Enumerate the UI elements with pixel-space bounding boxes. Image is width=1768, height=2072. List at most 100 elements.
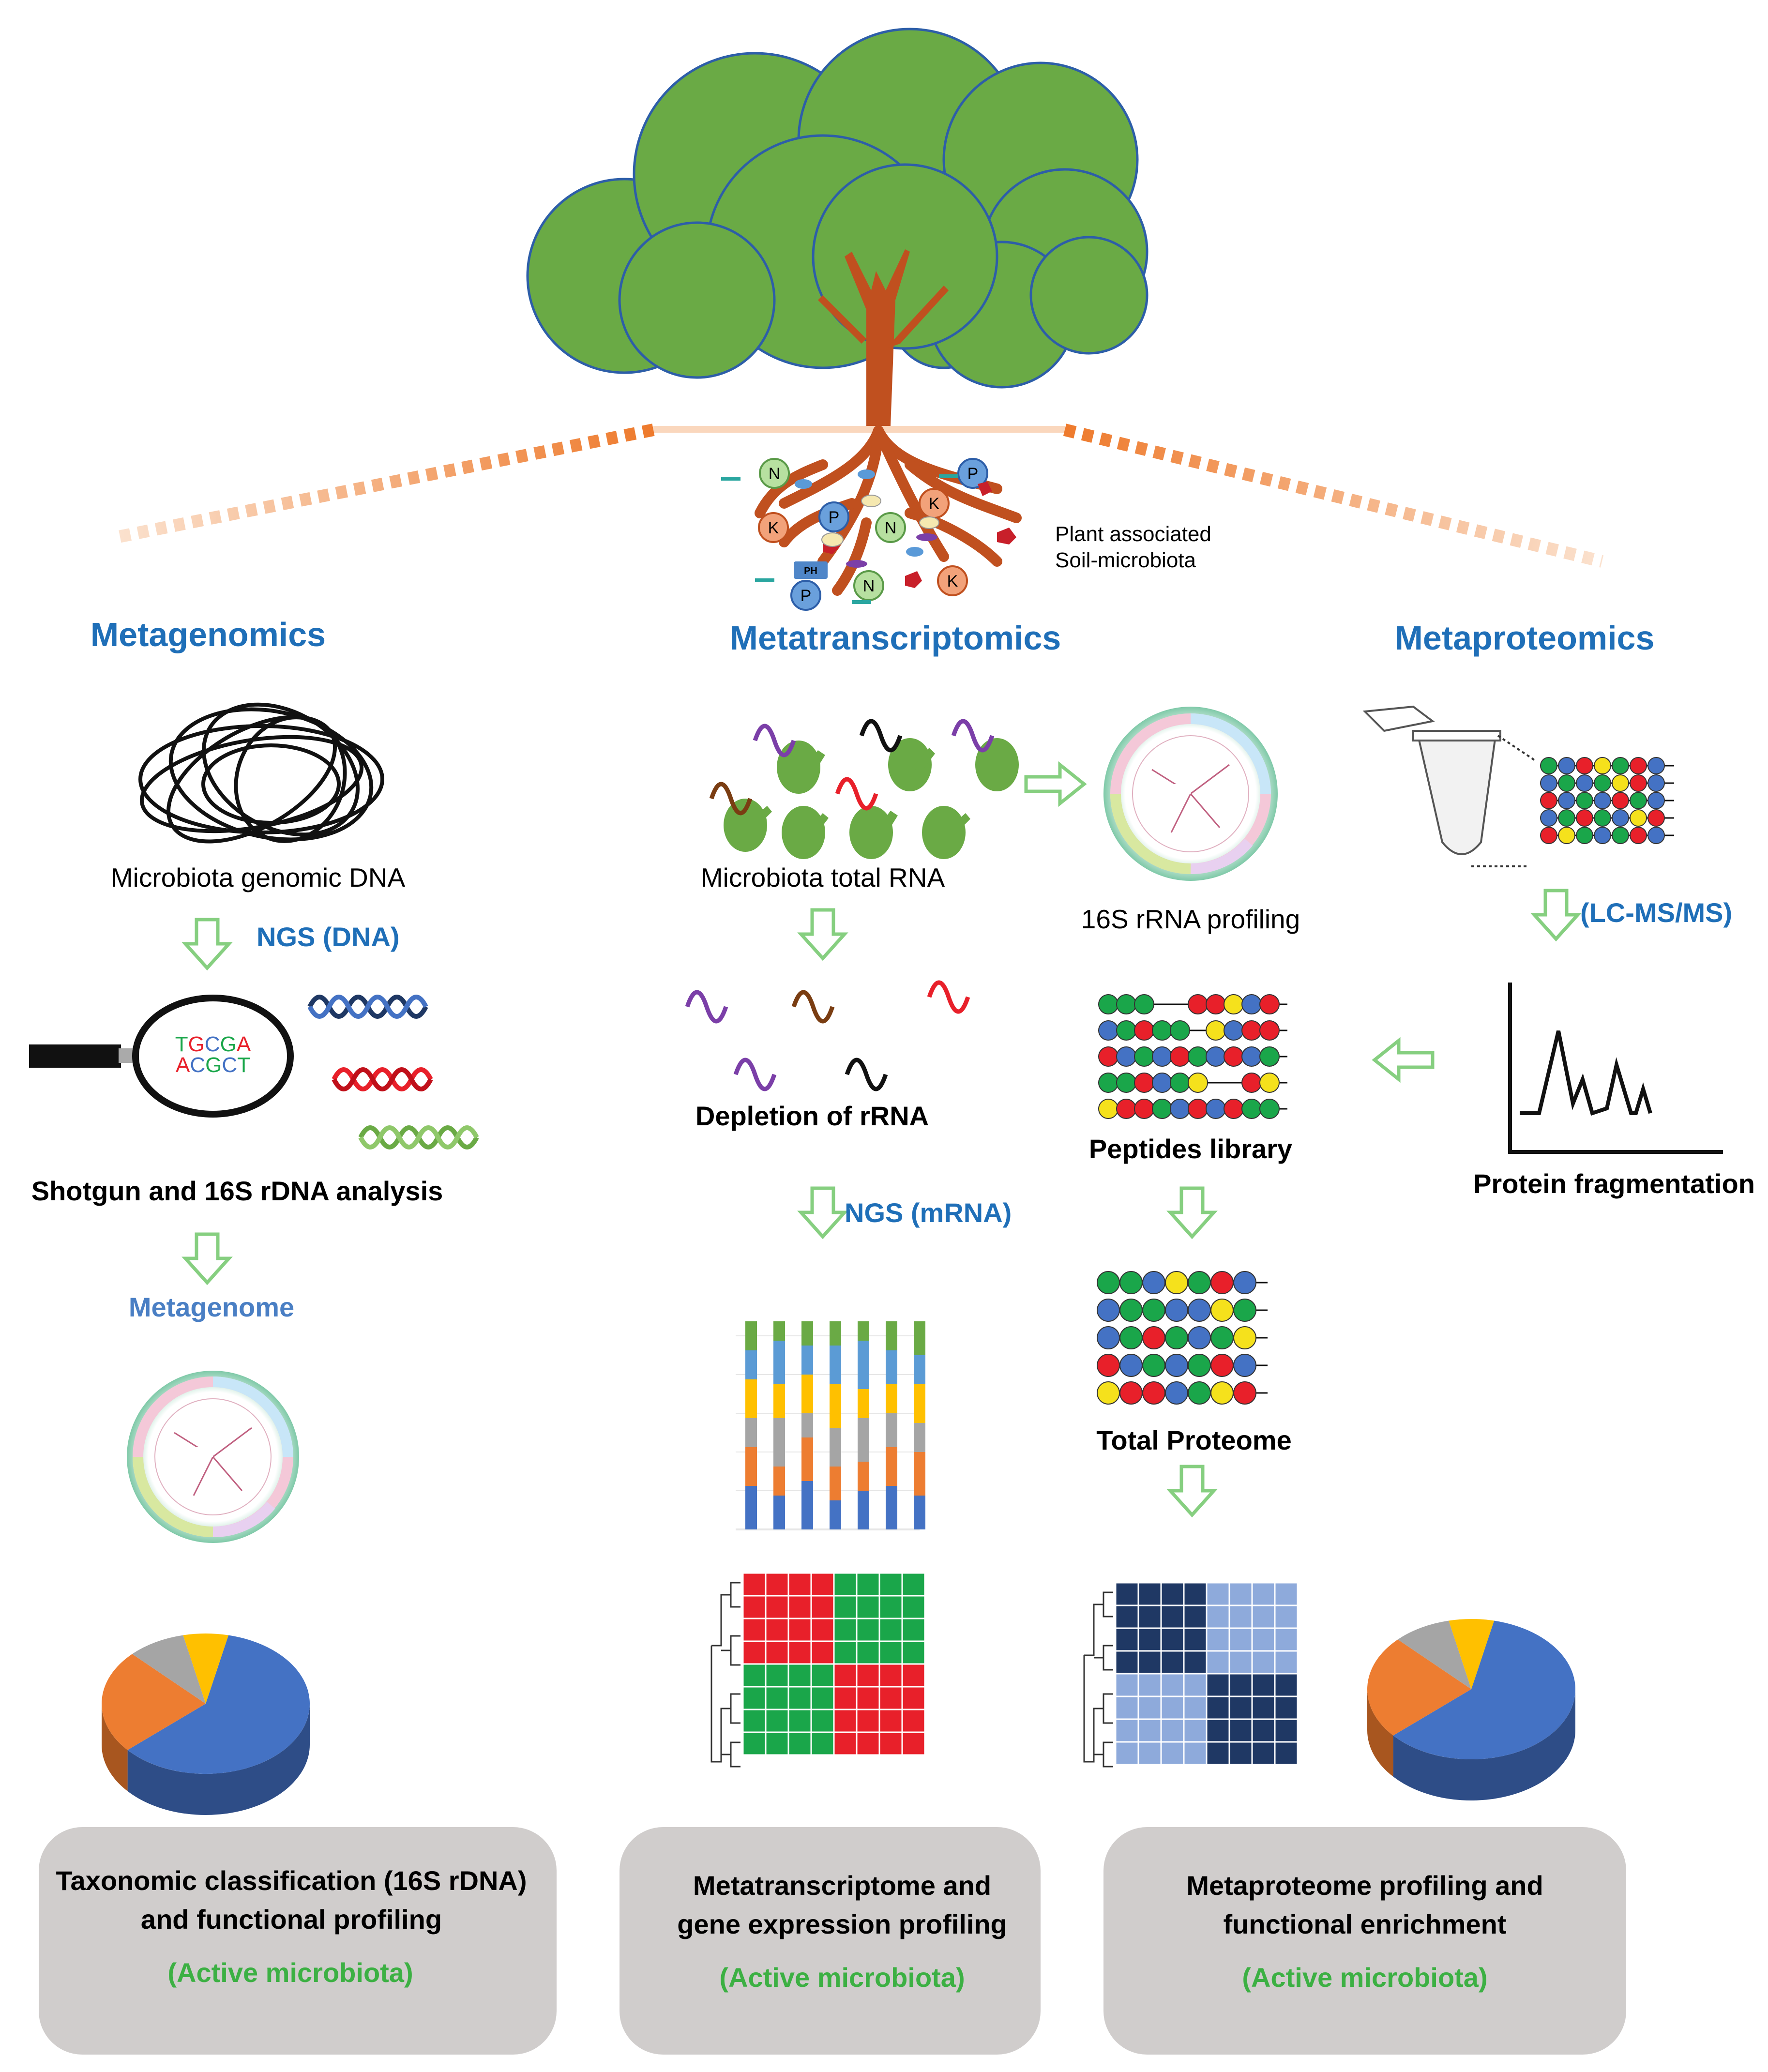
bead (1165, 1354, 1188, 1377)
stacked-bar-segment (914, 1452, 925, 1496)
bead (1647, 809, 1665, 827)
bead (1210, 1326, 1234, 1349)
heatmap-cell (878, 1709, 903, 1733)
heatmap-cell (1206, 1650, 1230, 1675)
heatmap-cell (833, 1640, 858, 1665)
stacked-bar-segment (801, 1413, 813, 1437)
bead (1576, 792, 1593, 809)
bead (1188, 1099, 1208, 1119)
bead (1647, 757, 1665, 774)
dashed-line-left (115, 423, 655, 544)
heatmap-cell (901, 1731, 926, 1756)
heatmap-cell (787, 1663, 812, 1688)
heatmap-cell (1137, 1673, 1162, 1697)
arrow-down-icon (1170, 1467, 1214, 1515)
heatmap-cell (1228, 1718, 1253, 1743)
nutrient-n: N (853, 570, 884, 601)
bead (1206, 1099, 1226, 1119)
rna-cells-icon (709, 719, 1019, 859)
bead (1134, 994, 1154, 1014)
bead (1116, 994, 1136, 1014)
heatmap-cell (833, 1731, 858, 1756)
heatmap-cell (787, 1640, 812, 1665)
heatmap-cell (1183, 1718, 1208, 1743)
bead (1116, 1046, 1136, 1067)
bead (1152, 1073, 1172, 1093)
heatmap-cell (1228, 1695, 1253, 1720)
stacked-bar-segment (801, 1437, 813, 1481)
svg-text:P: P (967, 465, 979, 483)
heatmap-cell (1274, 1741, 1299, 1766)
bead (1233, 1271, 1256, 1294)
heatmap-cell (1137, 1741, 1162, 1766)
heatmap-cell (1251, 1718, 1276, 1743)
bead (1188, 1381, 1211, 1405)
heatmap-cell (833, 1595, 858, 1619)
stacked-bar-segment (773, 1341, 785, 1384)
bead (1165, 1299, 1188, 1322)
dendrogram (710, 1582, 740, 1768)
bead (1594, 757, 1611, 774)
nutrient-p: P (790, 580, 821, 611)
bead (1630, 827, 1647, 844)
pie-slice (1393, 1620, 1575, 1759)
bead (1188, 1073, 1208, 1093)
active-microbiota-label: (Active microbiota) (719, 1962, 965, 1993)
stacked-bar-segment (745, 1486, 757, 1529)
dashed-line-right (1063, 423, 1604, 568)
heatmap-cell (1137, 1718, 1162, 1743)
soil-label-line2: Soil-microbiota (1055, 548, 1196, 572)
bead (1558, 809, 1575, 827)
arrow-down-icon (1170, 1188, 1214, 1237)
bead (1142, 1381, 1165, 1405)
heatmap-cell (810, 1618, 835, 1642)
heatmap-cell (1115, 1718, 1139, 1743)
bead (1188, 1354, 1211, 1377)
bead (1630, 774, 1647, 792)
heatmap-cell (810, 1709, 835, 1733)
stacked-bar-segment (858, 1462, 869, 1491)
bead (1647, 792, 1665, 809)
bead (1210, 1354, 1234, 1377)
heatmap-cell (1115, 1695, 1139, 1720)
bead (1142, 1326, 1165, 1349)
total-proteome-beads (1097, 1271, 1268, 1405)
summary-box-metaproteomics: Metaproteome profiling and functional en… (1103, 1827, 1626, 2055)
bead (1612, 809, 1629, 827)
heatmap-cell (765, 1595, 789, 1619)
bead (1152, 1099, 1172, 1119)
heatmap-cell (1183, 1627, 1208, 1652)
stacked-bar-segment (801, 1481, 813, 1529)
bead (1116, 1073, 1136, 1093)
heatmap-cell (1274, 1695, 1299, 1720)
ph-label: PH (804, 566, 817, 576)
heatmap-cell (856, 1572, 880, 1597)
heatmap-cell (765, 1618, 789, 1642)
bead (1170, 1020, 1190, 1041)
bead (1540, 774, 1557, 792)
expression-heatmap-icon (710, 1572, 926, 1768)
bead (1558, 774, 1575, 792)
heatmap-cell (901, 1663, 926, 1688)
summary-line1: Metaproteome profiling and (1186, 1870, 1543, 1901)
bead (1210, 1271, 1234, 1294)
pie-slice (183, 1633, 229, 1704)
tree-illustration: N P K N P K N K P PH Plant associated So… (526, 28, 1211, 611)
heatmap-cell (810, 1686, 835, 1710)
arrow-down-icon (1534, 891, 1578, 939)
pie-slice (1449, 1619, 1495, 1689)
stacked-bar-segment (830, 1428, 841, 1467)
bead (1224, 994, 1244, 1014)
soil-nutrients: N P K N P K N K P PH (721, 458, 1016, 611)
stacked-bar-segment (830, 1384, 841, 1428)
heatmap-cell (878, 1572, 903, 1597)
bead (1098, 1046, 1118, 1067)
heatmap-cell (856, 1618, 880, 1642)
stacked-bar-segment (858, 1321, 869, 1341)
stacked-bar-segment (801, 1346, 813, 1375)
bead (1241, 1073, 1262, 1093)
bead (1119, 1299, 1143, 1322)
bead (1540, 827, 1557, 844)
heatmap-cell (901, 1572, 926, 1597)
bead (1134, 1046, 1154, 1067)
